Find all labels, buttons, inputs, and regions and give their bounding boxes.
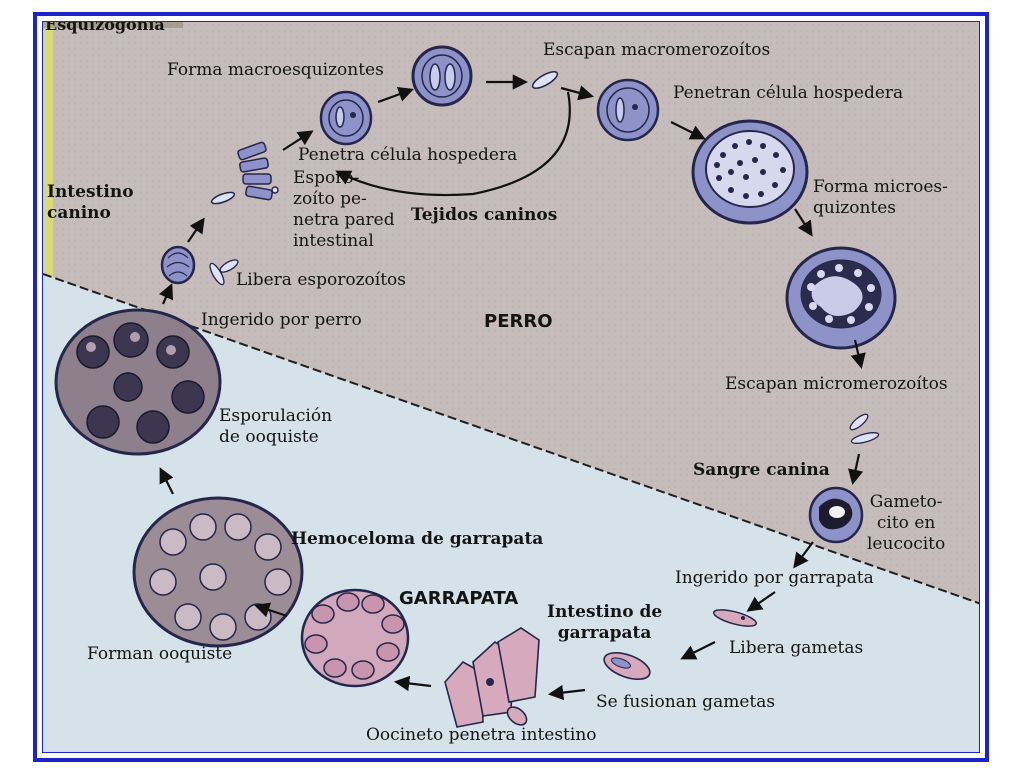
label-escapan-micromerozoitos: Escapan micromerozoítos xyxy=(725,374,948,394)
diagram-canvas: Esquizogonia Intestino canino Forma macr… xyxy=(42,21,980,753)
label-forma-macroesquizontes: Forma macroesquizontes xyxy=(167,60,384,80)
label-sangre-canina: Sangre canina xyxy=(693,460,830,480)
microschizont-large xyxy=(691,119,809,225)
sporocyst-in-gut xyxy=(160,245,196,285)
label-hemoceloma-de-garrapata: Hemoceloma de garrapata xyxy=(291,529,544,549)
label-forman-ooquiste: Forman ooquiste xyxy=(87,644,233,664)
label-ingerido-por-perro: Ingerido por perro xyxy=(201,310,362,330)
label-ingerido-por-garrapata: Ingerido por garrapata xyxy=(675,568,874,588)
tick-zone-background xyxy=(43,274,979,752)
hemocoel-oocyst xyxy=(132,496,304,648)
forming-oocyst xyxy=(300,588,410,688)
diagram-frame: Esquizogonia Intestino canino Forma macr… xyxy=(33,12,989,762)
macromerozoite xyxy=(531,71,559,89)
life-cycle-illustration xyxy=(43,22,979,752)
region-label-garrapata: GARRAPATA xyxy=(399,588,519,609)
sporulated-oocyst xyxy=(54,308,222,456)
micromerozoites xyxy=(849,413,880,444)
label-esporozoito-penetra: Esporo- zoíto pe- netra pared intestinal xyxy=(293,168,395,251)
fusing-gametes xyxy=(603,652,651,680)
label-gametocito-en-leucocito: Gameto- cito en leucocito xyxy=(867,492,946,554)
host-cell-penetrated xyxy=(319,90,373,146)
label-intestino-de-garrapata: Intestino de garrapata xyxy=(547,602,663,643)
diagram-header-title: Esquizogonia xyxy=(45,21,165,34)
label-libera-esporozoitos: Libera esporozoítos xyxy=(236,270,407,290)
label-penetran-celula-hospedera: Penetran célula hospedera xyxy=(673,83,904,103)
released-sporozoites xyxy=(209,259,239,286)
host-cell-penetrated-right xyxy=(596,78,660,142)
label-libera-gametas: Libera gametas xyxy=(729,638,864,658)
intestinal-wall-penetration xyxy=(210,141,279,205)
label-escapan-macromerozoitos: Escapan macromerozoítos xyxy=(543,40,771,60)
label-oocineto-penetra-intestino: Oocineto penetra intestino xyxy=(366,725,597,745)
arrow-icon xyxy=(158,74,866,701)
microschizont-second xyxy=(785,246,897,350)
released-gametes xyxy=(712,609,758,627)
tick-gut-epithelium xyxy=(444,627,540,728)
label-tejidos-caninos: Tejidos caninos xyxy=(411,205,558,225)
label-penetra-celula-hospedera: Penetra célula hospedera xyxy=(298,145,518,165)
label-intestino-canino: Intestino canino xyxy=(47,182,134,223)
macroschizont-cell xyxy=(411,45,473,107)
region-label-perro: PERRO xyxy=(484,311,553,332)
label-esporulacion-de-ooquiste: Esporulación de ooquiste xyxy=(219,406,333,447)
dog-tick-boundary xyxy=(43,273,979,605)
gametocyte-in-leukocyte xyxy=(808,486,864,544)
label-se-fusionan-gametas: Se fusionan gametas xyxy=(596,692,776,712)
label-forma-microesquizontes: Forma microes- quizontes xyxy=(813,177,948,218)
